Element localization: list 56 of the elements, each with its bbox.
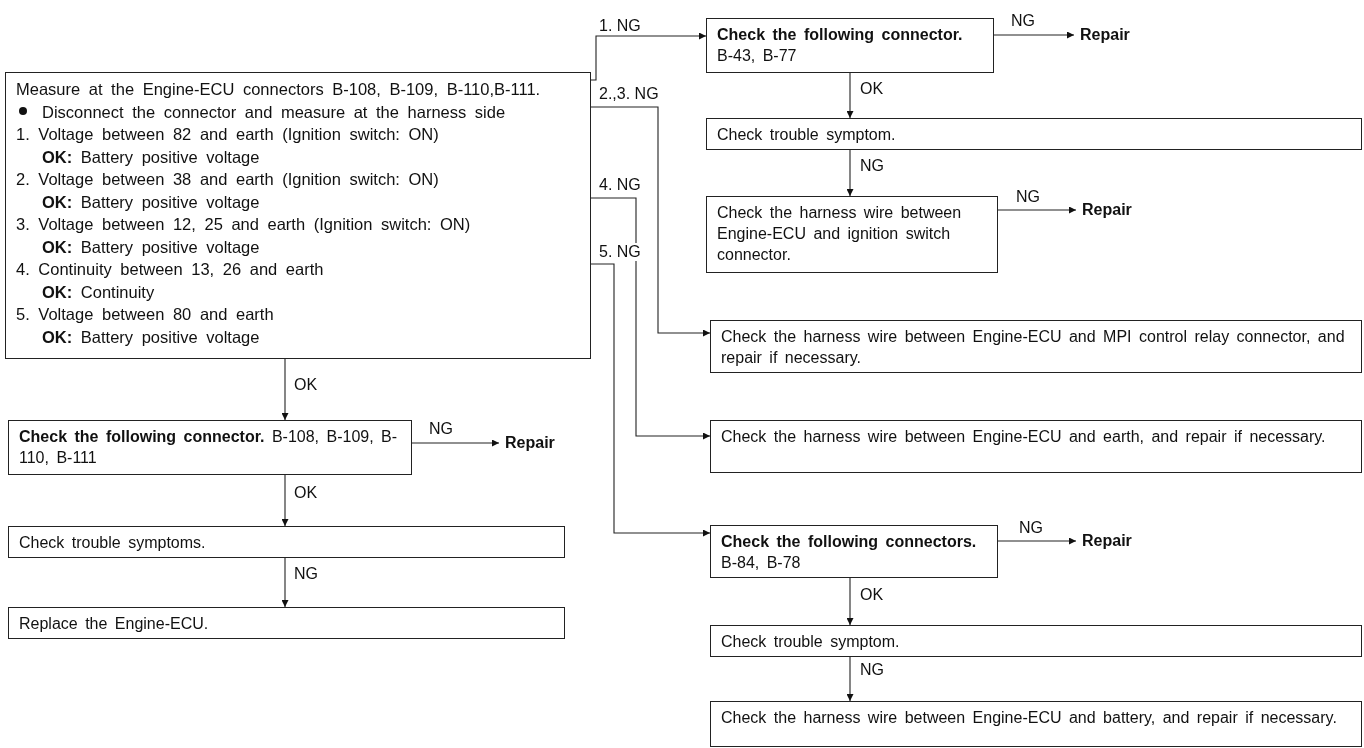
edge-label: 5. NG	[598, 243, 642, 261]
box-text: Check trouble symptom.	[717, 125, 897, 145]
box-text: Check the following connector. B-108, B-109, B-110, B-111	[19, 427, 399, 468]
arrow	[590, 106, 711, 337]
process-box	[710, 625, 1362, 657]
process-box	[710, 420, 1362, 473]
arrow	[846, 577, 854, 626]
box-text: Replace the Engine-ECU.	[19, 614, 210, 634]
box-text: Check the harness wire between Engine-ECU and MPI control relay connector, and repair if necessary.	[721, 327, 1346, 368]
arrow	[846, 72, 854, 119]
process-box	[710, 525, 998, 578]
process-box	[8, 526, 565, 558]
step-text: 4. Continuity between 13, 26 and earth	[16, 259, 325, 280]
arrow	[590, 263, 711, 537]
arrow	[846, 656, 854, 702]
result-text: OK: Battery positive voltage	[41, 191, 261, 213]
step-text: 5. Voltage between 80 and earth	[16, 304, 275, 325]
arrow	[846, 149, 854, 197]
box-text: Check trouble symptom.	[721, 632, 901, 652]
arrow	[590, 32, 707, 81]
arrow	[997, 537, 1077, 545]
repair-label: Repair	[505, 433, 556, 453]
result-text: OK: Battery positive voltage	[41, 146, 261, 168]
box-text: Check trouble symptoms.	[19, 533, 207, 553]
repair-label: Repair	[1080, 25, 1131, 45]
process-box	[706, 18, 994, 73]
result-text: OK: Battery positive voltage	[41, 236, 261, 258]
process-box	[710, 701, 1362, 747]
arrow	[411, 439, 500, 447]
arrow	[281, 358, 289, 421]
box-text: Measure at the Engine-ECU connectors B-108, B-109, B-110,B-111.	[16, 79, 542, 100]
arrow	[281, 474, 289, 527]
step-text: 2. Voltage between 38 and earth (Ignition switch: ON)	[16, 169, 440, 190]
box-text: Check the harness wire between Engine-ECU and earth, and repair if necessary.	[721, 427, 1327, 447]
step-text: 3. Voltage between 12, 25 and earth (Ignition switch: ON)	[16, 214, 472, 235]
process-box	[706, 118, 1362, 150]
process-box	[8, 607, 565, 639]
repair-label: Repair	[1082, 200, 1133, 220]
arrow	[281, 557, 289, 608]
arrow	[993, 31, 1075, 39]
process-box	[5, 72, 591, 359]
arrow	[590, 197, 711, 440]
box-text: Check the following connectors. B-84, B-78	[721, 532, 978, 573]
step-text: Disconnect the connector and measure at the harness side	[42, 102, 506, 121]
arrow	[997, 206, 1077, 214]
box-text: Check the following connector. B-43, B-77	[717, 25, 964, 66]
box-text: Check the harness wire between Engine-ECU and battery, and repair if necessary.	[721, 708, 1338, 728]
process-box	[706, 196, 998, 273]
box-text: Check the harness wire between Engine-ECU and ignition switch connector.	[717, 203, 963, 265]
process-box	[8, 420, 412, 475]
process-box	[710, 320, 1362, 373]
result-text: OK: Battery positive voltage	[41, 326, 261, 348]
edge-label: 2.,3. NG	[598, 85, 660, 103]
result-text: OK: Continuity	[41, 281, 156, 303]
repair-label: Repair	[1082, 531, 1133, 551]
step-text: 1. Voltage between 82 and earth (Ignition switch: ON)	[16, 124, 440, 145]
